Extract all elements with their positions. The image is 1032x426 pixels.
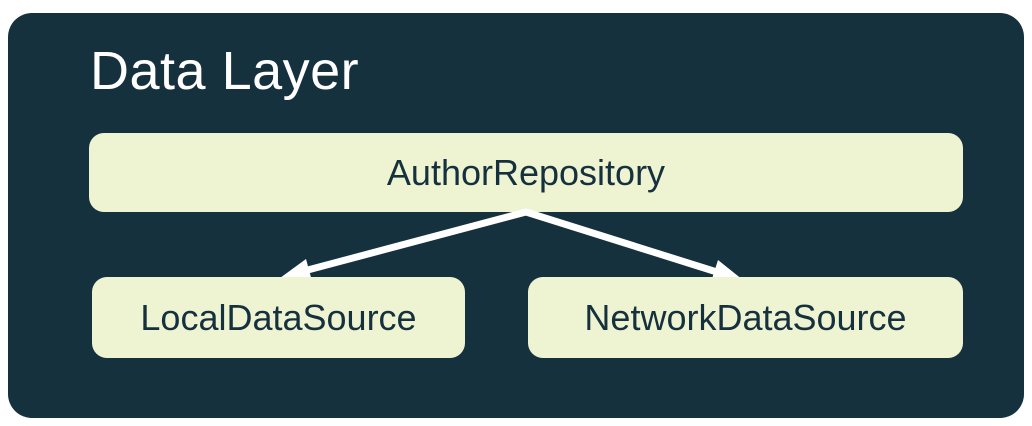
diagram-title: Data Layer <box>90 41 360 101</box>
node-author-repository: AuthorRepository <box>89 133 963 212</box>
arrow-line-to-network <box>522 208 724 277</box>
node-network-data-source: NetworkDataSource <box>528 277 963 358</box>
node-author-repository-label: AuthorRepository <box>386 151 666 193</box>
node-network-data-source-label: NetworkDataSource <box>584 296 907 338</box>
node-local-data-source: LocalDataSource <box>92 277 465 358</box>
node-local-data-source-label: LocalDataSource <box>140 296 417 338</box>
data-layer-container: Data Layer AuthorRepository LocalDataSou… <box>8 13 1024 418</box>
arrow-line-to-local <box>300 208 530 275</box>
